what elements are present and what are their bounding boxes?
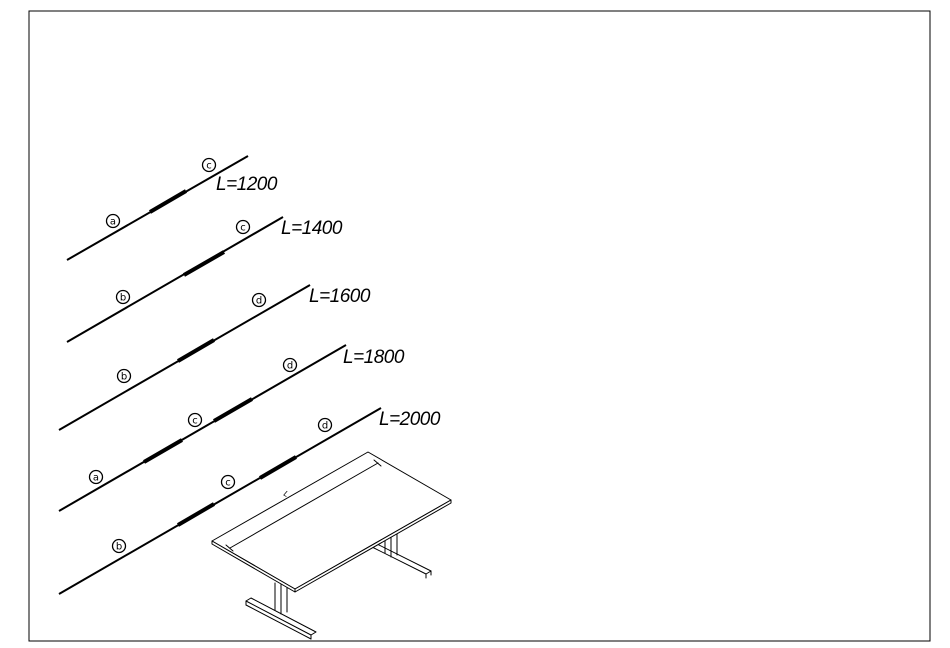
rail-joint xyxy=(178,504,214,525)
svg-text:b: b xyxy=(120,293,126,304)
drawing-frame xyxy=(29,11,930,641)
marker-d: d xyxy=(319,419,332,432)
rail-joint xyxy=(184,252,224,275)
marker-a: a xyxy=(107,215,120,228)
rail-1200: a c L=1200 xyxy=(67,156,278,260)
table-illustration: L xyxy=(212,452,451,639)
length-label: L=1400 xyxy=(281,218,343,239)
rail-line xyxy=(67,217,283,342)
table-top xyxy=(212,452,451,592)
length-label: L=1200 xyxy=(216,174,278,195)
rail-joint xyxy=(150,191,186,212)
rail-joint xyxy=(178,340,214,361)
marker-b: b xyxy=(118,370,131,383)
rail-joint xyxy=(260,457,296,478)
svg-text:a: a xyxy=(110,217,116,228)
length-label: L=2000 xyxy=(379,409,441,430)
marker-d: d xyxy=(284,359,297,372)
marker-c: c xyxy=(203,159,216,172)
marker-b: b xyxy=(117,291,130,304)
svg-text:d: d xyxy=(256,296,262,307)
svg-text:c: c xyxy=(192,416,198,427)
svg-text:c: c xyxy=(240,223,246,234)
marker-c: c xyxy=(222,476,235,489)
svg-text:b: b xyxy=(116,542,122,553)
marker-d: d xyxy=(253,294,266,307)
rail-joint xyxy=(214,399,252,421)
length-label: L=1800 xyxy=(343,347,405,368)
svg-text:c: c xyxy=(225,478,231,489)
svg-text:a: a xyxy=(93,473,99,484)
marker-c: c xyxy=(237,221,250,234)
length-label: L=1600 xyxy=(309,286,371,307)
svg-text:d: d xyxy=(287,361,293,372)
marker-a: a xyxy=(90,471,103,484)
rail-joint xyxy=(144,440,182,462)
svg-text:d: d xyxy=(322,421,328,432)
svg-text:b: b xyxy=(121,372,127,383)
marker-b: b xyxy=(113,540,126,553)
rail-line xyxy=(59,345,346,511)
svg-text:c: c xyxy=(206,161,212,172)
marker-c: c xyxy=(189,414,202,427)
